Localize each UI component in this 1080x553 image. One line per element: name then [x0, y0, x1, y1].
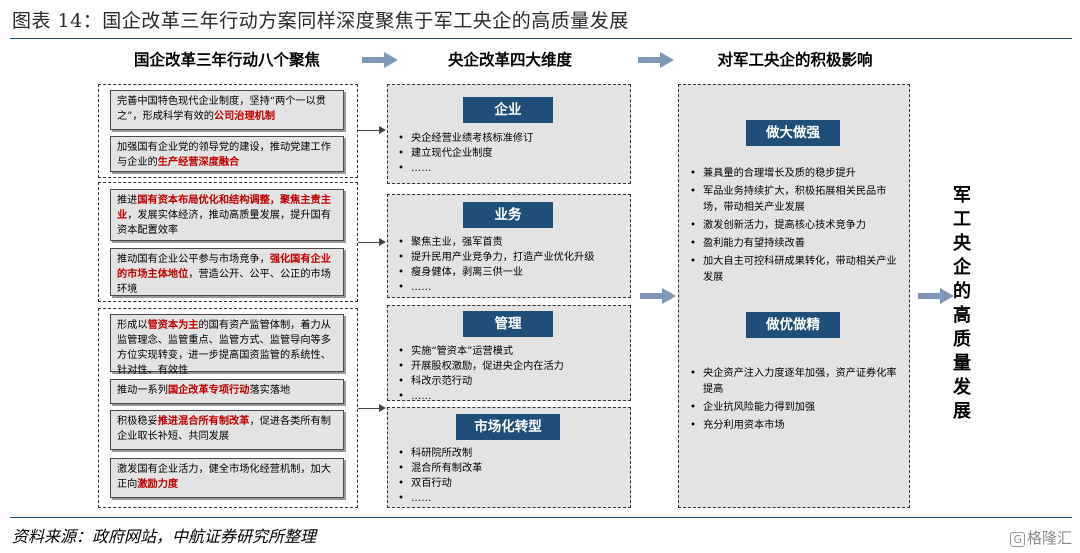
list-item: 军品业务持续扩大，积极拓展相关民品市场，带动相关产业发展 — [690, 184, 902, 216]
list-item: 激发创新活力，提高核心技术竞争力 — [690, 218, 902, 234]
list-item: 双百行动 — [398, 476, 482, 491]
outcome-text: 军工央企的高质量发展 — [953, 185, 971, 422]
focus-box-special-actions: 推动一系列国企改革专项行动落实落地 — [110, 379, 344, 404]
focus-box-mixed-ownership: 积极稳妥推进混合所有制改革，促进各类所有制企业取长补短、共同发展 — [110, 410, 344, 450]
dimension-label-marketization: 市场化转型 — [456, 414, 560, 440]
impact-label-better-finer: 做优做精 — [746, 312, 840, 338]
impact-list-better-finer: 央企资产注入力度逐年加强，资产证券化率提高 企业抗风险能力得到加强 充分利用资本… — [690, 366, 902, 436]
list-item: 聚焦主业，强军首责 — [398, 235, 594, 250]
dimension-label-business: 业务 — [463, 202, 553, 228]
list-item: 建立现代企业制度 — [398, 146, 533, 161]
list-item: …… — [398, 389, 564, 404]
watermark-logo-icon: G — [1010, 532, 1025, 547]
left-group-enterprise — [98, 84, 358, 178]
list-item: 加大自主可控科研成果转化，带动相关产业发展 — [690, 254, 902, 286]
connector-arrow-icon — [379, 238, 386, 246]
source-rule — [10, 517, 1072, 518]
focus-box-governance: 完善中国特色现代企业制度，坚持“两个一以贯之”，形成科学有效的公司治理机制 — [110, 90, 344, 130]
list-item: 充分利用资本市场 — [690, 418, 902, 434]
figure-title: 图表 14：国企改革三年行动方案同样深度聚焦于军工央企的高质量发展 — [12, 10, 629, 32]
dimension-label-enterprise: 企业 — [463, 97, 553, 123]
impact-list-bigger-stronger: 兼具量的合理增长及质的稳步提升 军品业务持续扩大，积极拓展相关民品市场，带动相关… — [690, 166, 902, 288]
watermark-text: 格隆汇 — [1026, 529, 1072, 547]
header-arrow-icon — [362, 52, 400, 68]
dimension-label-management: 管理 — [463, 311, 553, 337]
list-item: …… — [398, 280, 594, 295]
list-item: 科研院所改制 — [398, 446, 482, 461]
flow-arrow-icon — [918, 288, 956, 304]
focus-box-layout-optimization: 推进国有资本布局优化和结构调整，聚焦主责主业，发展实体经济，推动高质量发展，提升… — [110, 189, 344, 241]
list-item: 混合所有制改革 — [398, 461, 482, 476]
list-item: 兼具量的合理增长及质的稳步提升 — [690, 166, 902, 182]
left-group-management — [98, 308, 358, 508]
list-item: 企业抗风险能力得到加强 — [690, 400, 902, 416]
left-group-business — [98, 182, 358, 302]
left-column-header: 国企改革三年行动八个聚焦 — [133, 50, 320, 69]
focus-box-party-building: 加强国有企业党的领导党的建设，推动党建工作与企业的生产经营深度融合 — [110, 136, 344, 172]
impact-label-bigger-stronger: 做大做强 — [746, 120, 840, 146]
list-item: 开展股权激励，促进央企内在活力 — [398, 359, 564, 374]
connector-line — [358, 242, 380, 243]
list-item: 实施“管资本”运营模式 — [398, 344, 564, 359]
list-item: 央企资产注入力度逐年加强，资产证券化率提高 — [690, 366, 902, 398]
title-rule — [10, 38, 1072, 39]
list-item: 科改示范行动 — [398, 374, 564, 389]
list-item: …… — [398, 491, 482, 506]
impact-box — [678, 84, 910, 508]
dimension-list-management: 实施“管资本”运营模式 开展股权激励，促进央企内在活力 科改示范行动 …… — [398, 344, 564, 404]
flow-arrow-icon — [640, 288, 678, 304]
connector-arrow-icon — [379, 404, 386, 412]
dimension-list-business: 聚焦主业，强军首责 提升民用产业竞争力，打造产业优化升级 瘦身健体，剥离三供一业… — [398, 235, 594, 295]
dimension-list-marketization: 科研院所改制 混合所有制改革 双百行动 …… — [398, 446, 482, 506]
connector-arrow-icon — [379, 126, 386, 134]
list-item: 盈利能力有望持续改善 — [690, 236, 902, 252]
connector-line — [358, 408, 380, 409]
list-item: …… — [398, 161, 533, 176]
header-arrow-icon — [638, 52, 676, 68]
list-item: 瘦身健体，剥离三供一业 — [398, 265, 594, 280]
dimension-list-enterprise: 央企经营业绩考核标准修订 建立现代企业制度 …… — [398, 131, 533, 176]
list-item: 央企经营业绩考核标准修订 — [398, 131, 533, 146]
right-column-header: 对军工央企的积极影响 — [717, 50, 873, 69]
source-note: 资料来源：政府网站，中航证券研究所整理 — [12, 527, 317, 546]
connector-line — [358, 130, 380, 131]
middle-column-header: 央企改革四大维度 — [447, 50, 572, 69]
focus-box-capital-supervision: 形成以管资本为主的国有资产监管体制，着力从监管理念、监管重点、监管方式、监管导向… — [110, 314, 344, 376]
focus-box-market-competition: 推动国有企业公平参与市场竞争，强化国有企业的市场主体地位，营造公开、公平、公正的… — [110, 248, 344, 296]
focus-box-incentives: 激发国有企业活力，健全市场化经营机制，加大正向激励力度 — [110, 458, 344, 498]
list-item: 提升民用产业竞争力，打造产业优化升级 — [398, 250, 594, 265]
